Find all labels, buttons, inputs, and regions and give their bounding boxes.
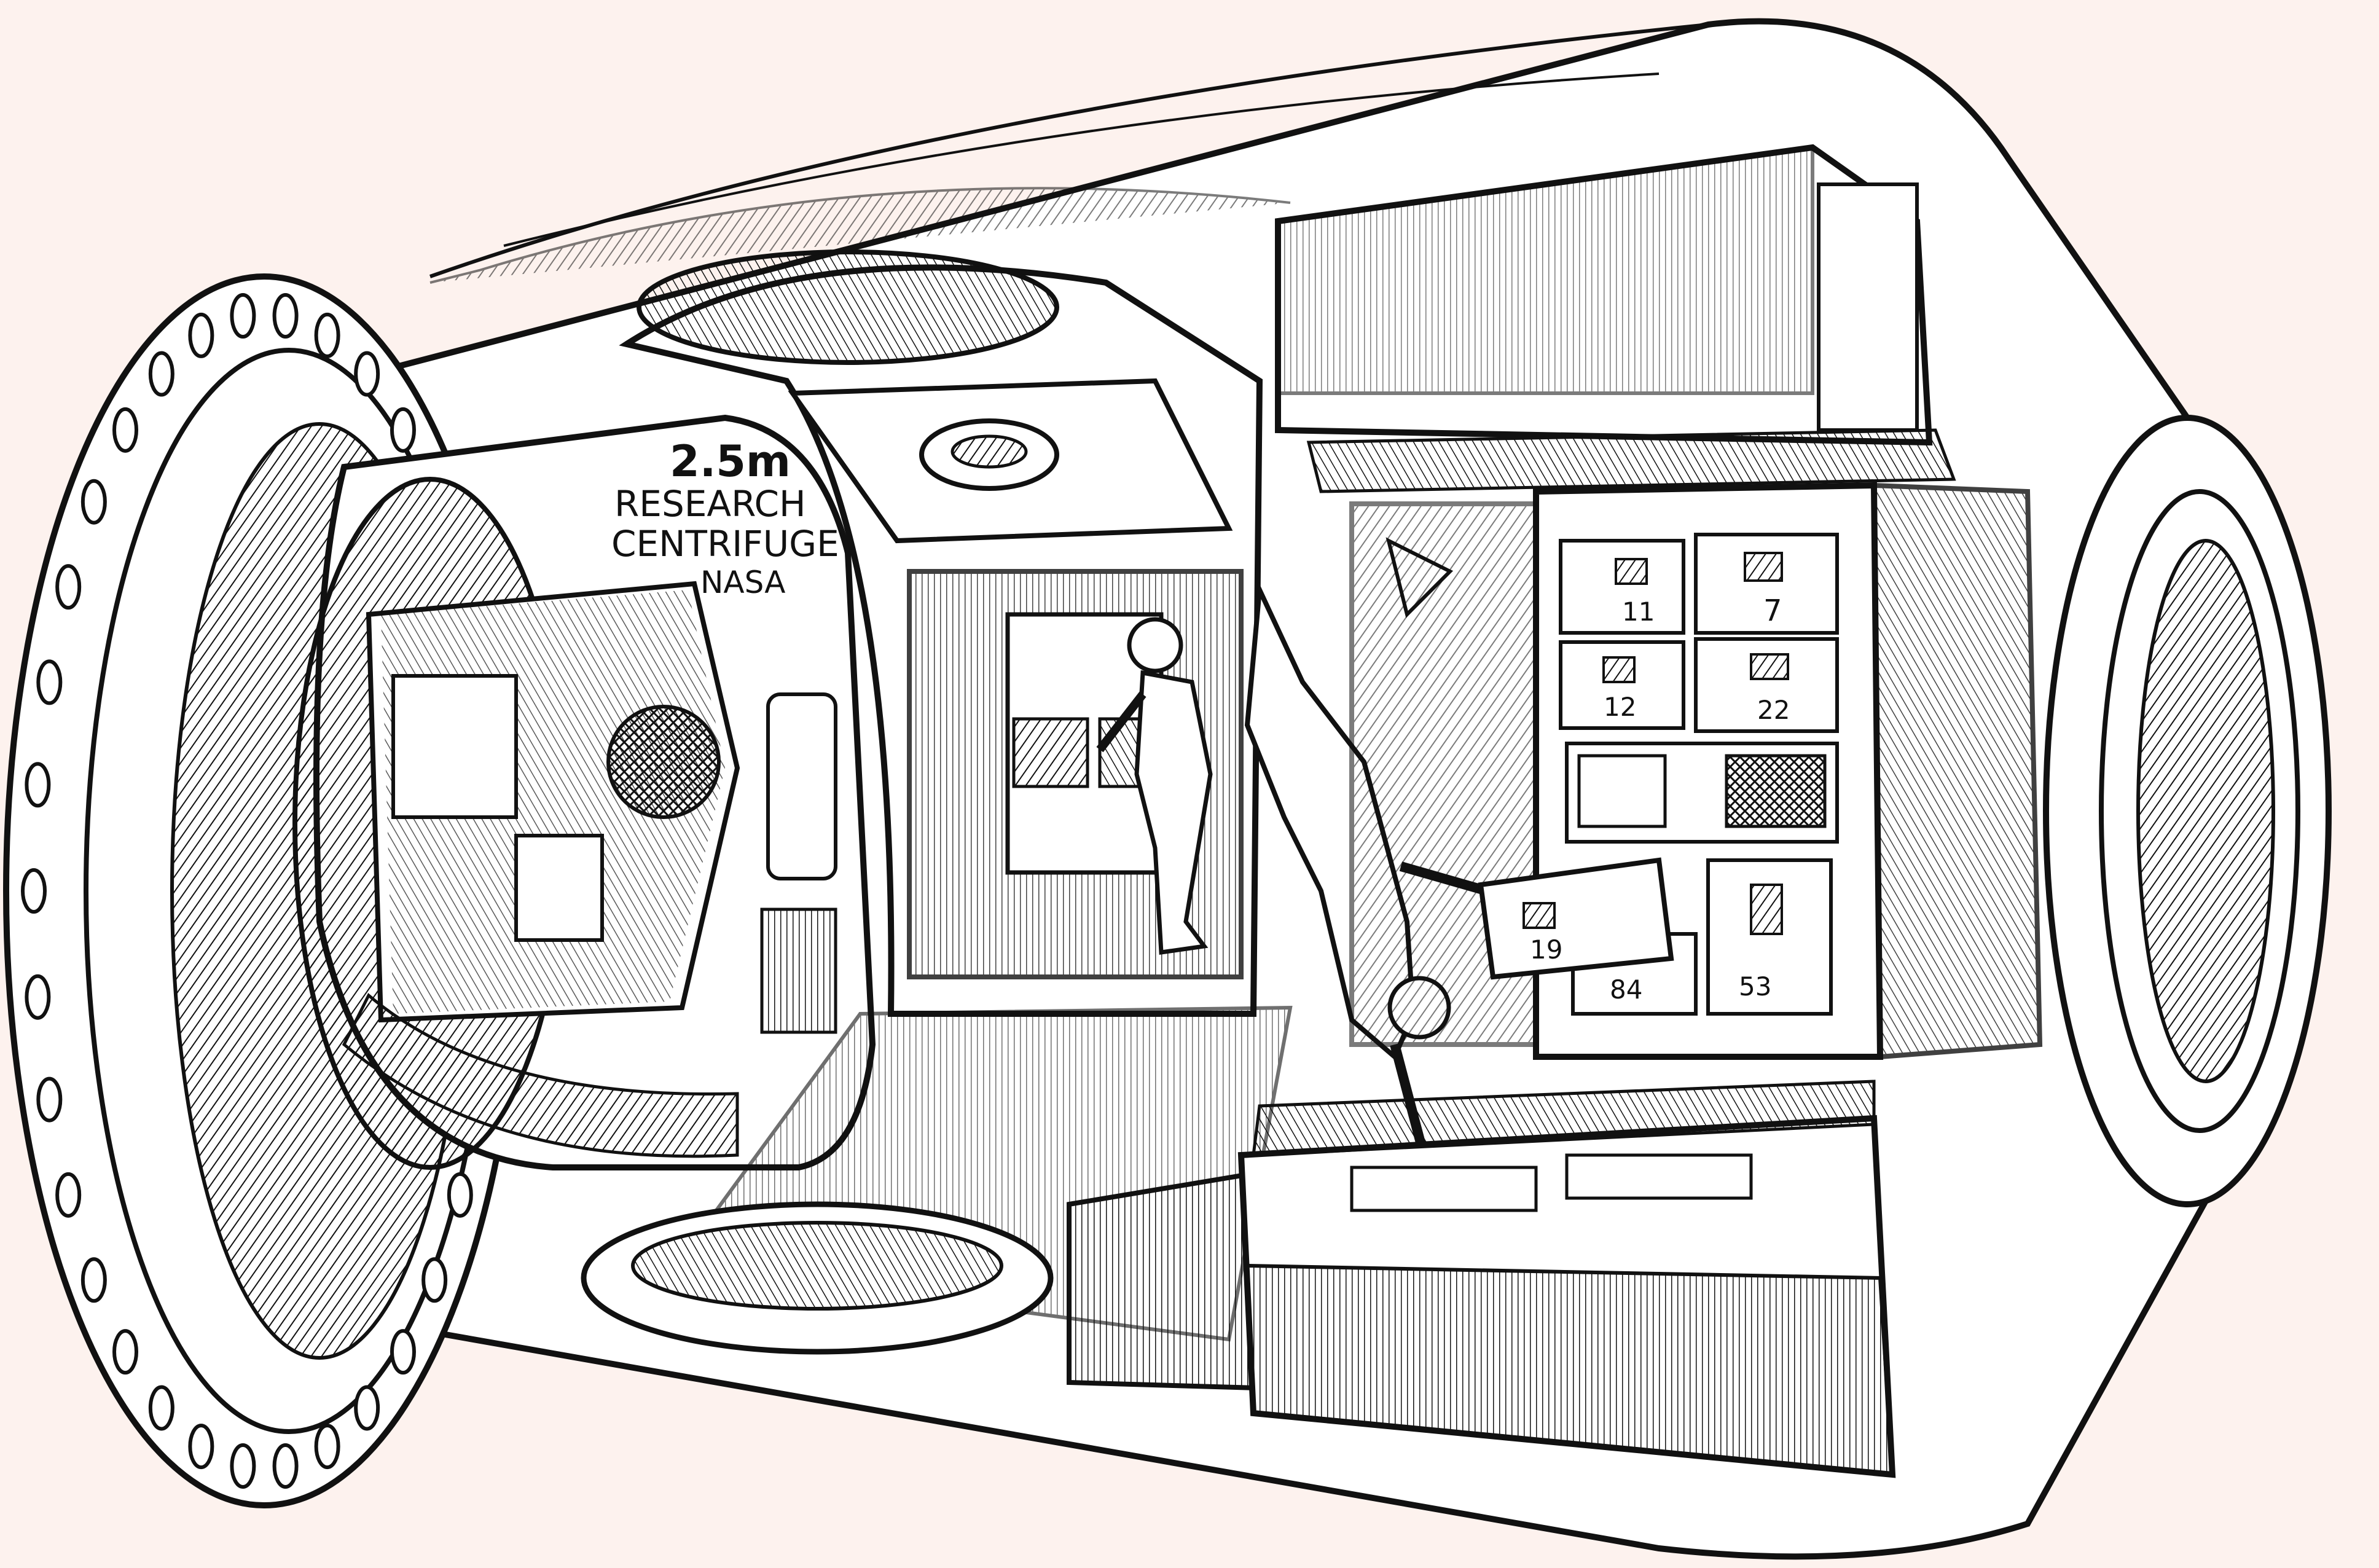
bolt-hole <box>25 974 51 1020</box>
bolt-hole <box>80 479 107 525</box>
centrifuge-label-line3: NASA <box>700 565 785 600</box>
bolt-hole <box>55 564 82 610</box>
bolt-hole <box>112 1329 139 1375</box>
overhead-stowage <box>1275 144 1956 493</box>
bolt-hole <box>230 293 256 339</box>
bolt-hole <box>272 293 299 339</box>
right-hatch-ring <box>2043 415 2332 1207</box>
bolt-hole <box>21 868 47 914</box>
centrifuge-label-size: 2.5m <box>670 436 791 487</box>
bolt-hole <box>314 312 340 358</box>
centrifuge-label-line1: RESEARCH <box>614 483 806 525</box>
crew-member-standing <box>1096 617 1213 955</box>
bolt-hole <box>148 1385 174 1431</box>
bolt-hole <box>447 1172 473 1218</box>
bolt-hole <box>230 1443 256 1489</box>
bolt-hole <box>36 659 63 705</box>
locker-label-53: 53 <box>1739 971 1771 1002</box>
bolt-hole <box>390 407 416 453</box>
research-centrifuge: 2.5m RESEARCH CENTRIFUGE NASA <box>292 414 876 1170</box>
bolt-hole <box>188 312 214 358</box>
bolt-hole <box>390 1329 416 1375</box>
bolt-hole <box>25 762 51 808</box>
locker-label-22: 22 <box>1757 695 1790 725</box>
locker-label-12: 12 <box>1604 692 1636 722</box>
bolt-hole <box>272 1443 299 1489</box>
floor-stowage-boxes <box>1067 1080 1896 1478</box>
bolt-hole <box>55 1172 82 1218</box>
centrifuge-label-line2: CENTRIFUGE <box>611 523 839 565</box>
bolt-hole <box>36 1076 63 1123</box>
bolt-hole <box>354 351 380 397</box>
locker-label-11: 11 <box>1622 597 1655 627</box>
bolt-hole <box>188 1424 214 1470</box>
bolt-hole <box>148 351 174 397</box>
bolt-hole <box>112 407 139 453</box>
locker-label-84: 84 <box>1610 974 1642 1005</box>
equipment-rack: 11 7 12 22 84 53 19 <box>1349 482 1884 1060</box>
right-side-panel <box>1871 482 2043 1060</box>
drawer-label-19: 19 <box>1530 935 1562 965</box>
bolt-hole <box>314 1424 340 1470</box>
centrifuge-base <box>581 1201 1054 1355</box>
bolt-hole <box>80 1257 107 1303</box>
locker-label-7: 7 <box>1763 594 1782 628</box>
bolt-hole <box>421 1257 448 1303</box>
bolt-hole <box>354 1385 380 1431</box>
